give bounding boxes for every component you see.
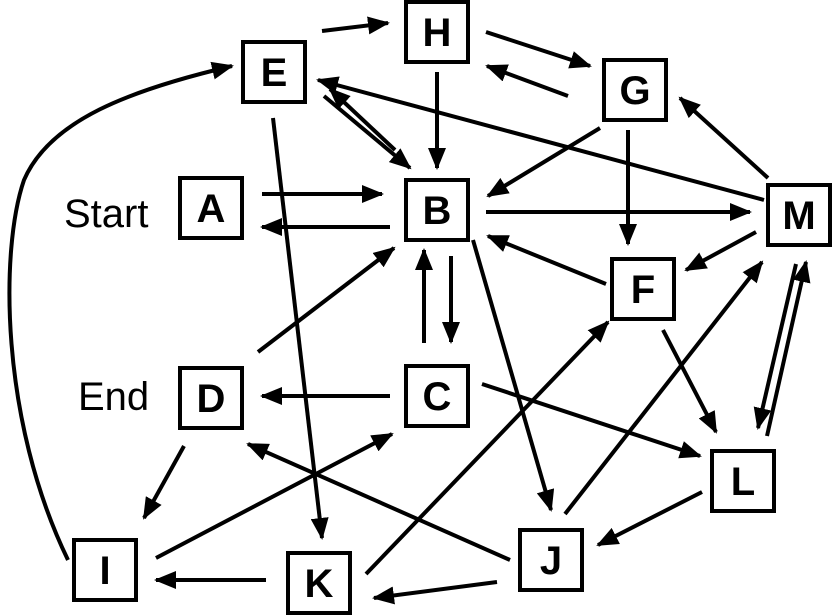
- node-box: [178, 176, 244, 240]
- end-label: End: [78, 375, 149, 419]
- edge-k-to-f: [364, 320, 610, 576]
- edge-b-to-j: [471, 239, 555, 512]
- edge-b-to-e: [328, 87, 397, 152]
- node-box: [602, 58, 668, 122]
- edge-f-to-b: [486, 234, 607, 286]
- edge-m-to-e: [316, 76, 765, 202]
- node-box: [178, 366, 244, 430]
- edge-d-to-i: [142, 445, 186, 520]
- node-label: H: [423, 11, 452, 55]
- node-m: M: [766, 183, 832, 247]
- node-box: [404, 0, 470, 64]
- node-k: K: [286, 551, 352, 615]
- edge-d-to-b: [256, 246, 396, 354]
- edge-i-to-e: [7, 61, 234, 561]
- node-e: E: [241, 40, 307, 104]
- node-f: F: [610, 257, 676, 321]
- node-label: I: [99, 549, 110, 593]
- node-box: [72, 538, 138, 602]
- node-label: L: [731, 460, 755, 504]
- node-box: [710, 449, 776, 513]
- edge-m-to-f: [684, 230, 757, 272]
- node-box: [404, 178, 470, 242]
- node-g: G: [602, 58, 668, 122]
- node-l: L: [710, 449, 776, 513]
- node-i: I: [72, 538, 138, 602]
- node-label: E: [261, 51, 288, 95]
- node-label: G: [619, 69, 650, 113]
- node-c: C: [404, 364, 470, 428]
- edge-j-to-d: [246, 442, 511, 562]
- edge-l-to-m: [765, 260, 811, 437]
- edge-j-to-m: [563, 260, 764, 516]
- edge-i-to-c: [155, 432, 394, 560]
- edge-m-to-g: [678, 96, 770, 180]
- edge-l-to-j: [596, 490, 703, 547]
- node-box: [286, 551, 352, 615]
- edge-j-to-k: [372, 580, 498, 605]
- node-label: M: [782, 194, 815, 238]
- node-label: J: [540, 539, 562, 583]
- node-box: [241, 40, 307, 104]
- node-label: A: [197, 187, 226, 231]
- edges-layer: [7, 16, 811, 605]
- edge-m-to-l: [753, 263, 798, 430]
- edge-e-to-h: [321, 16, 390, 35]
- node-j: J: [518, 528, 584, 592]
- node-d: D: [178, 366, 244, 430]
- node-box: [610, 257, 676, 321]
- node-box: [518, 528, 584, 592]
- edge-f-to-l: [661, 329, 718, 434]
- node-box: [404, 364, 470, 428]
- node-label: F: [631, 268, 655, 312]
- edge-e-to-k: [271, 117, 329, 540]
- node-label: K: [305, 562, 334, 606]
- node-label: B: [423, 189, 452, 233]
- edge-e-to-b: [322, 94, 412, 170]
- node-a: A: [178, 176, 244, 240]
- node-box: [766, 183, 832, 247]
- nodes-layer: A B C D E F G H I J K L M: [72, 0, 832, 615]
- start-label: Start: [64, 192, 148, 236]
- edge-g-to-h: [485, 64, 569, 98]
- edge-h-to-g: [485, 30, 592, 69]
- node-b: B: [404, 178, 470, 242]
- node-h: H: [404, 0, 470, 64]
- edge-g-to-b: [486, 126, 602, 198]
- node-label: D: [197, 377, 226, 421]
- node-label: C: [423, 375, 452, 419]
